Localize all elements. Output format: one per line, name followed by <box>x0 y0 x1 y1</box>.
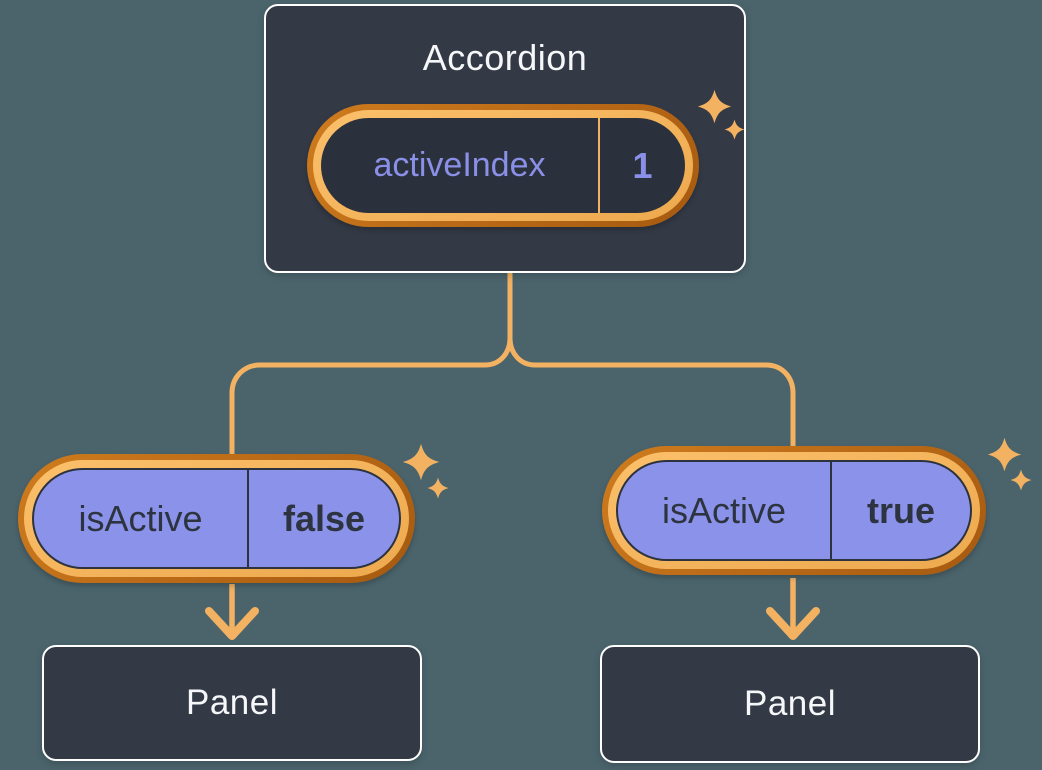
prop-name-right: isActive <box>661 489 787 531</box>
state-pill-divider <box>598 118 600 213</box>
branch-left <box>229 272 513 458</box>
arrow-down-right <box>766 578 820 640</box>
prop-pill-right-divider <box>830 462 832 559</box>
panel-node-right: Panel <box>600 645 980 763</box>
prop-pill-left-core: isActive false <box>32 468 401 569</box>
sparkle-icon <box>1010 469 1032 491</box>
state-pill-activeindex: activeIndex 1 <box>307 104 699 227</box>
branch-right <box>507 272 796 450</box>
prop-pill-right-core: isActive true <box>616 460 972 561</box>
accordion-title: Accordion <box>422 37 588 78</box>
panel-label-left: Panel <box>185 683 279 722</box>
panel-node-left: Panel <box>42 645 422 761</box>
arrow-down-left <box>205 584 259 640</box>
prop-pill-isactive-left: isActive false <box>18 454 415 583</box>
state-pill-core: activeIndex 1 <box>321 118 685 213</box>
sparkle-icon <box>987 437 1022 472</box>
branch-tree <box>229 272 796 458</box>
panel-label-right: Panel <box>743 684 837 723</box>
sparkle-icon <box>402 443 440 481</box>
prop-pill-right-ring: isActive true <box>608 452 980 569</box>
prop-pill-left-divider <box>247 470 249 567</box>
prop-value-right: true <box>866 489 935 531</box>
state-pill-ring: activeIndex 1 <box>313 110 693 221</box>
prop-value-left: false <box>282 497 366 539</box>
state-name: activeIndex <box>373 146 546 184</box>
prop-pill-isactive-right: isActive true <box>602 446 986 575</box>
prop-name-left: isActive <box>78 497 203 539</box>
prop-pill-left-ring: isActive false <box>24 460 409 577</box>
sparkle-icon <box>427 477 449 499</box>
state-value: 1 <box>632 144 653 186</box>
